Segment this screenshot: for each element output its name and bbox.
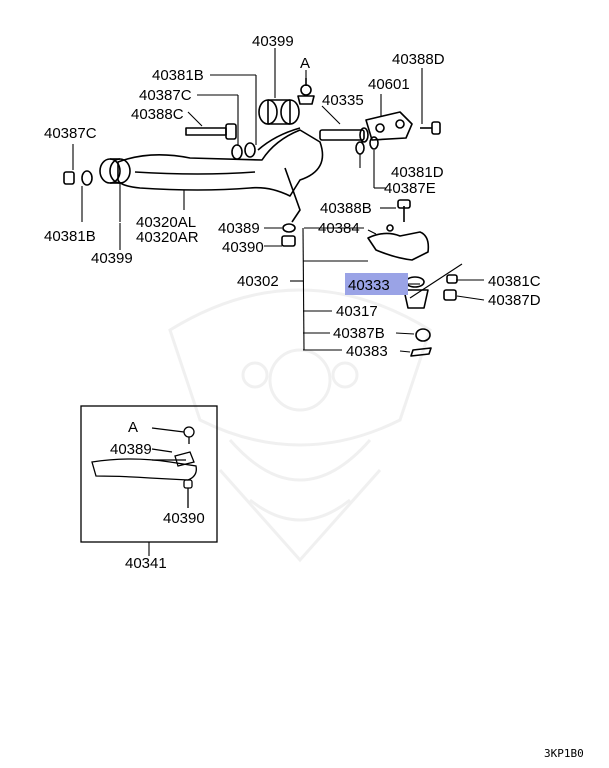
- label-40381b-top[interactable]: 40381B: [152, 67, 204, 84]
- diagram-code: 3KP1B0: [544, 747, 584, 760]
- label-40341[interactable]: 40341: [125, 555, 167, 572]
- ball-joint-drawing: [367, 199, 458, 357]
- label-40302[interactable]: 40302: [237, 273, 279, 290]
- label-40399-bottom[interactable]: 40399: [91, 250, 133, 267]
- inset-label-40390[interactable]: 40390: [163, 510, 205, 527]
- label-40320al[interactable]: 40320AL: [136, 214, 196, 231]
- label-40399-top[interactable]: 40399: [252, 33, 294, 50]
- label-40320ar[interactable]: 40320AR: [136, 229, 199, 246]
- label-40388c[interactable]: 40388C: [131, 106, 184, 123]
- label-40387b[interactable]: 40387B: [333, 325, 385, 342]
- inset-drawing: [91, 426, 197, 508]
- label-40384[interactable]: 40384: [318, 220, 360, 237]
- label-40333[interactable]: 40333: [348, 277, 390, 294]
- label-40383[interactable]: 40383: [346, 343, 388, 360]
- label-40317[interactable]: 40317: [336, 303, 378, 320]
- label-a-top: A: [300, 55, 310, 72]
- label-40387c-left[interactable]: 40387C: [44, 125, 97, 142]
- inset-label-a: A: [128, 419, 138, 436]
- upper-arm-drawing: [63, 78, 441, 247]
- label-40388d[interactable]: 40388D: [392, 51, 445, 68]
- label-40335[interactable]: 40335: [322, 92, 364, 109]
- label-40389-top[interactable]: 40389: [218, 220, 260, 237]
- label-40387e[interactable]: 40387E: [384, 180, 436, 197]
- label-40388b[interactable]: 40388B: [320, 200, 372, 217]
- label-40390-top[interactable]: 40390: [222, 239, 264, 256]
- watermark-emblem: [168, 288, 432, 563]
- label-40601[interactable]: 40601: [368, 76, 410, 93]
- label-40381b-left[interactable]: 40381B: [44, 228, 96, 245]
- highlight-box-40333: [345, 273, 408, 295]
- inset-label-40389[interactable]: 40389: [110, 441, 152, 458]
- label-40387c-mid[interactable]: 40387C: [139, 87, 192, 104]
- label-40381c[interactable]: 40381C: [488, 273, 541, 290]
- label-40387d[interactable]: 40387D: [488, 292, 541, 309]
- label-40381d[interactable]: 40381D: [391, 164, 444, 181]
- leader-lines: [72, 48, 485, 353]
